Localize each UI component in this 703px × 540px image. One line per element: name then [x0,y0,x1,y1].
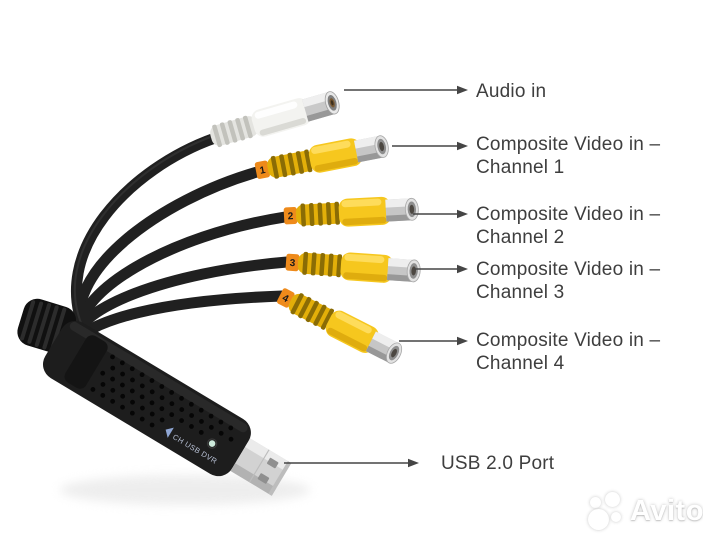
usb-contact-window [257,473,270,484]
rca-connector-ch1: 1 [254,135,389,179]
annotation-text: Channel 4 [476,353,565,374]
annotation-composite-ch2: Composite Video in – Channel 2 [476,203,660,249]
annotation-composite-ch4: Composite Video in – Channel 4 [476,329,660,375]
usb-contact-window [266,457,279,469]
channel-band-number: 4 [280,293,290,306]
arrow-ch3 [414,264,468,274]
arrow-ch4 [399,336,468,346]
rca-socket-hole [379,142,385,152]
annotation-audio-in: Audio in [476,80,546,103]
vent-holes [90,354,234,442]
device-body [42,320,251,477]
arrow-ch2 [413,209,468,219]
rca-connector-audio [210,91,340,148]
device-shadow [60,475,310,505]
channel-band-number: 2 [287,211,294,222]
avito-watermark-text: Avito [630,494,703,527]
annotation-usb-port: USB 2.0 Port [441,452,554,475]
cable-highlight [73,135,214,331]
usb-plug [230,438,292,496]
arrow-audio [344,85,468,95]
annotation-text: Channel 2 [476,227,565,248]
avito-logo-icon [588,492,624,530]
cable-bundle [63,132,293,355]
annotation-text: USB 2.0 Port [441,453,555,474]
channel-band-number: 3 [289,258,296,269]
annotation-text: Composite Video in – [476,330,661,351]
annotation-text: Channel 3 [476,282,565,303]
annotation-text: Composite Video in – [476,204,661,225]
usb-capture-device: CH USB DVR [17,298,292,496]
arrow-usb [284,458,419,468]
annotation-arrows [284,85,468,468]
annotation-composite-ch3: Composite Video in – Channel 3 [476,258,660,304]
annotation-text: Composite Video in – [476,259,661,280]
rca-connector-ch3: 3 [285,251,421,283]
rca-connector-ch2: 2 [283,196,419,227]
annotation-text: Composite Video in – [476,134,661,155]
annotation-text: Channel 1 [476,157,565,178]
rca-socket-hole [409,204,415,214]
brand-triangle-icon [165,427,174,438]
annotation-composite-ch1: Composite Video in – Channel 1 [476,133,660,179]
arrow-ch1 [392,141,468,151]
annotation-text: Audio in [476,81,547,102]
led-indicator [206,438,218,449]
rca-socket-hole [391,348,397,358]
avito-watermark: Avito [588,492,703,530]
rca-connector-ch4: 4 [277,288,403,364]
channel-band-number: 1 [259,165,267,177]
